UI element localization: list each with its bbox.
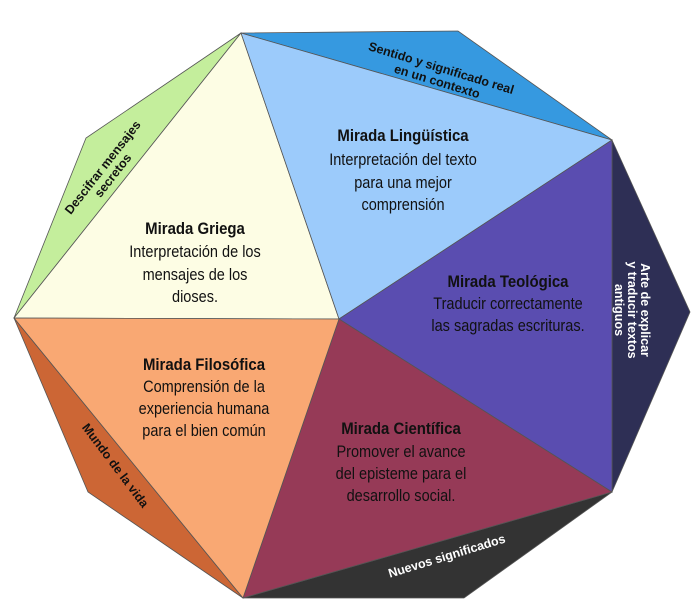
philosophical-line: experiencia humana — [139, 400, 270, 418]
linguistic-line: Interpretación del texto — [329, 151, 477, 169]
greek-line: Interpretación de los — [129, 243, 261, 261]
greek-text: Mirada Griega Interpretación de los mens… — [129, 220, 261, 306]
linguistic-title: Mirada Lingüística — [337, 127, 468, 145]
scientific-line: desarrollo social. — [347, 487, 456, 505]
theological-text: Mirada Teológica Traducir correctamente … — [431, 273, 584, 335]
linguistic-line: para una mejor — [354, 174, 452, 192]
greek-title: Mirada Griega — [145, 220, 245, 238]
scientific-text: Mirada Científica Promover el avance del… — [336, 420, 467, 505]
navy-strip-text: Arte de explicar y traducir textos antig… — [612, 261, 652, 358]
theological-line: Traducir correctamente — [433, 295, 582, 313]
philosophical-title: Mirada Filosófica — [143, 356, 265, 374]
strip-label: antiguos — [612, 284, 626, 336]
linguistic-line: comprensión — [361, 196, 444, 214]
scientific-line: del episteme para el — [336, 465, 467, 483]
theological-line: las sagradas escrituras. — [431, 317, 584, 335]
strip-label: y traducir textos — [625, 261, 639, 358]
strip-label: Arte de explicar — [638, 263, 652, 357]
theological-title: Mirada Teológica — [447, 273, 568, 291]
philosophical-line: para el bien común — [142, 422, 265, 440]
greek-line: dioses. — [172, 288, 218, 306]
scientific-title: Mirada Científica — [341, 420, 461, 438]
linguistic-text: Mirada Lingüística Interpretación del te… — [329, 127, 477, 214]
philosophical-text: Mirada Filosófica Comprensión de la expe… — [139, 356, 270, 440]
scientific-line: Promover el avance — [336, 443, 465, 461]
greek-line: mensajes de los — [143, 266, 248, 284]
section-philosophical — [13, 317, 340, 599]
philosophical-line: Comprensión de la — [143, 378, 265, 396]
